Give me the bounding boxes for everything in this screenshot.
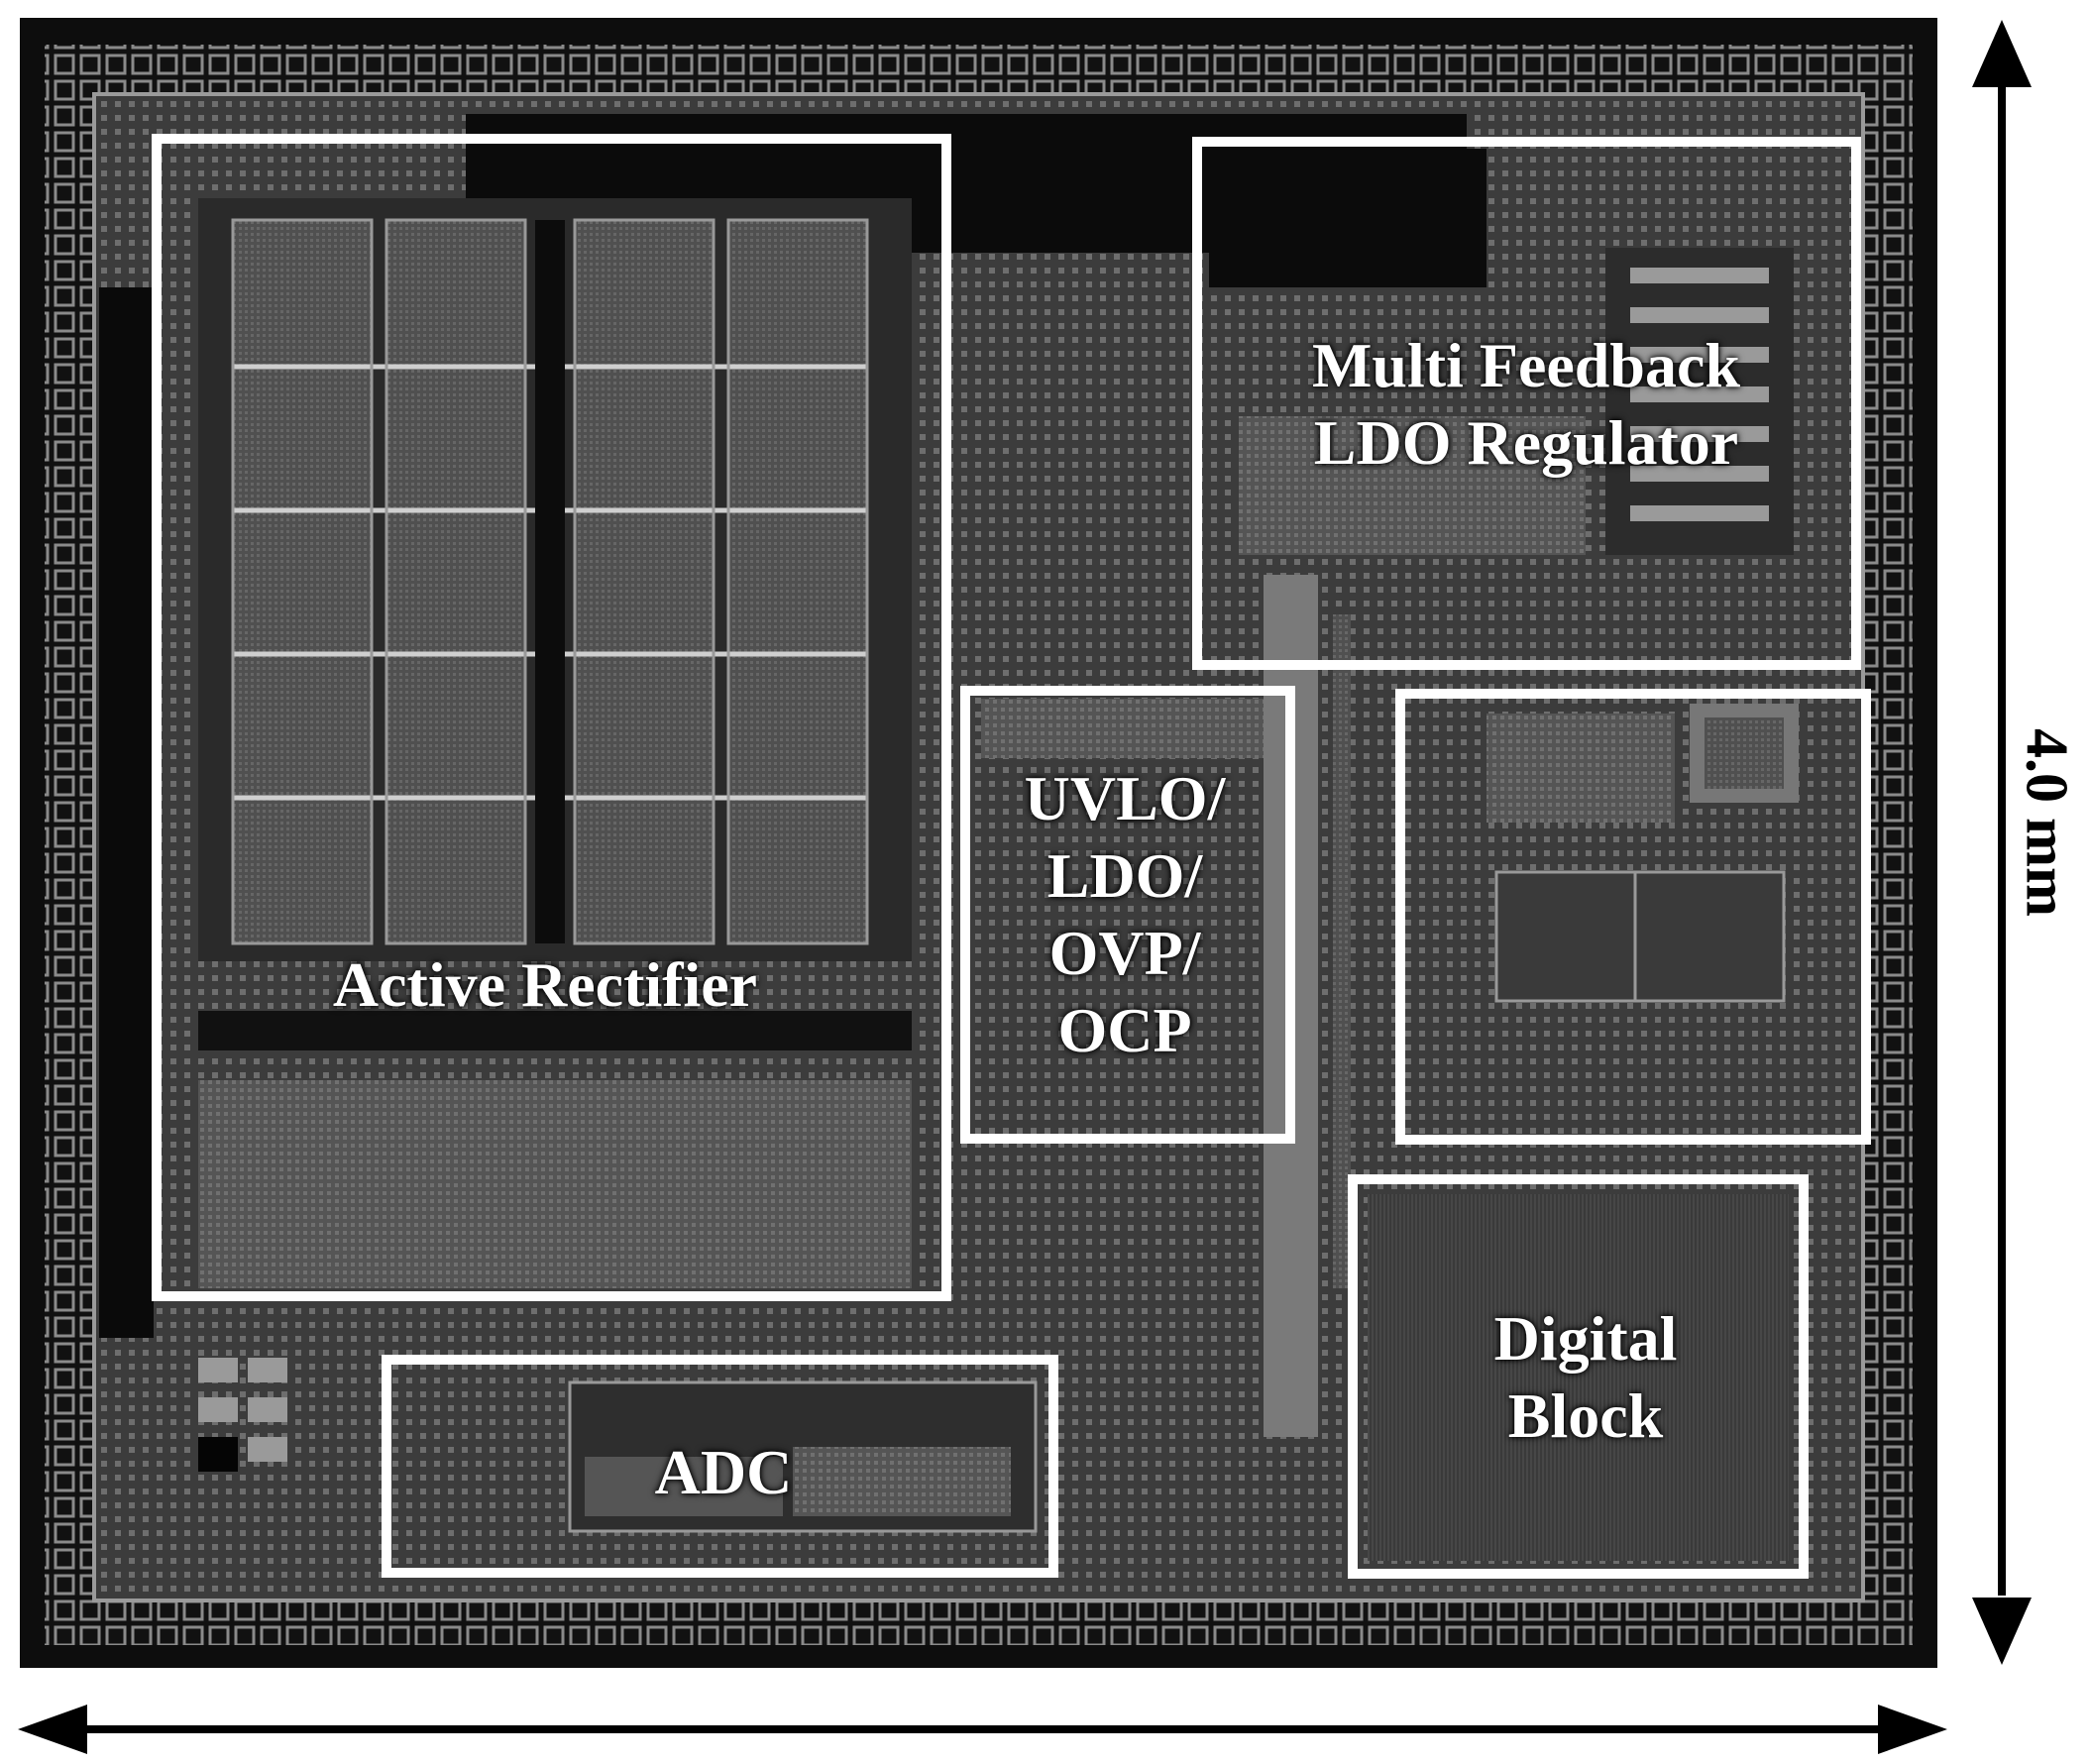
digital-line1: Digital	[1493, 1303, 1678, 1374]
adc-text: ADC	[654, 1437, 793, 1507]
digital-line2: Block	[1507, 1380, 1664, 1451]
digital-logic-fill	[1368, 1194, 1789, 1561]
ldo-regulator-outline	[1192, 137, 1861, 670]
right-block-outline	[1395, 689, 1871, 1145]
uvlo-line1: UVLO/	[1024, 763, 1226, 833]
uvlo-line3: OVP/	[1048, 918, 1201, 988]
adc-label: ADC	[595, 1434, 852, 1511]
active-rectifier-label: Active Rectifier	[277, 946, 813, 1024]
adc-internals	[568, 1380, 1038, 1533]
uvlo-line4: OCP	[1057, 995, 1192, 1065]
vertical-dimension-arrow	[1972, 20, 2032, 1665]
adc-outline	[382, 1355, 1058, 1578]
digital-block-label: Digital Block	[1387, 1300, 1784, 1455]
ldo-regulator-label: Multi Feedback LDO Regulator	[1229, 327, 1823, 482]
uvlo-block-outline	[960, 686, 1295, 1144]
uvlo-line2: LDO/	[1046, 840, 1203, 911]
right-block-internals	[1486, 704, 1799, 1003]
ldo-regulator-line1: Multi Feedback	[1312, 330, 1740, 400]
ldo-internals	[1239, 248, 1794, 555]
digital-block-outline	[1348, 1174, 1809, 1579]
misc-devices	[198, 1358, 287, 1472]
rectifier-transistor-array	[198, 198, 912, 1288]
ldo-regulator-line2: LDO Regulator	[1313, 407, 1739, 478]
horizontal-dimension-arrow	[18, 1705, 1947, 1754]
height-dimension-label: 4.0 mm	[2014, 728, 2080, 917]
active-rectifier-outline	[152, 134, 951, 1301]
uvlo-internals	[981, 699, 1264, 758]
active-rectifier-text: Active Rectifier	[332, 949, 758, 1020]
uvlo-block-label: UVLO/ LDO/ OVP/ OCP	[976, 760, 1273, 1069]
